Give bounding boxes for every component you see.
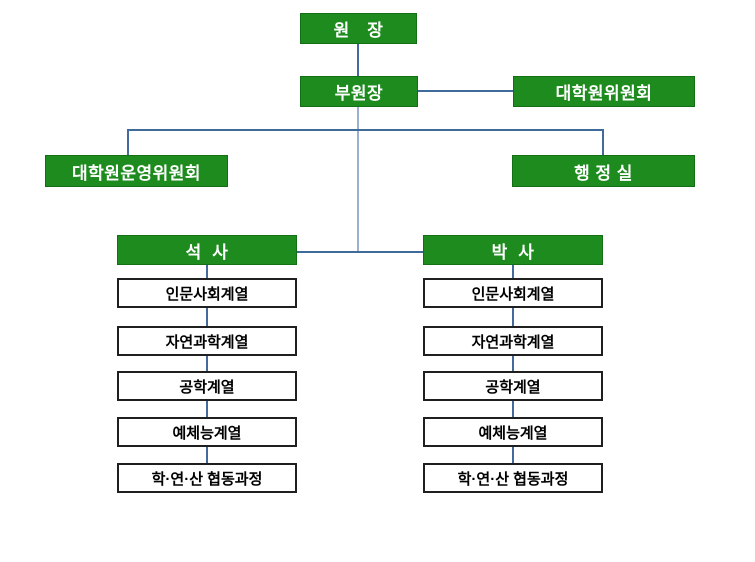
connector-center-vertical (357, 107, 359, 253)
node-doctoral-humanities: 인문사회계열 (423, 278, 603, 308)
node-doctoral-header: 박 사 (423, 235, 603, 265)
node-masters-natural-sciences: 자연과학계열 (117, 326, 297, 356)
connector-masters-item1 (206, 265, 208, 278)
connector-doctoral-item3 (512, 356, 514, 371)
node-admin-office: 행 정 실 (512, 155, 695, 187)
node-doctoral-natural-sciences: 자연과학계열 (423, 326, 603, 356)
connector-director-vice (357, 44, 359, 76)
node-doctoral-arts-sports: 예체능계열 (423, 417, 603, 447)
node-masters-humanities: 인문사회계열 (117, 278, 297, 308)
connector-branch-left (127, 129, 129, 155)
node-masters-header: 석 사 (117, 235, 297, 265)
connector-branch-horizontal (127, 129, 604, 131)
node-masters-arts-sports: 예체능계열 (117, 417, 297, 447)
node-director: 원 장 (300, 13, 417, 44)
connector-doctoral-item1 (512, 265, 514, 278)
connector-doctoral-item2 (512, 308, 514, 326)
node-doctoral-cooperation: 학·연·산 협동과정 (423, 463, 603, 493)
node-doctoral-engineering: 공학계열 (423, 371, 603, 401)
connector-masters-item2 (206, 308, 208, 326)
connector-doctoral-item5 (512, 447, 514, 463)
node-operations-committee: 대학원운영위원회 (45, 155, 228, 187)
connector-branch-right (602, 129, 604, 155)
node-vice-director: 부원장 (300, 76, 418, 107)
node-masters-cooperation: 학·연·산 협동과정 (117, 463, 297, 493)
node-masters-engineering: 공학계열 (117, 371, 297, 401)
connector-doctoral-item4 (512, 401, 514, 417)
connector-masters-doctoral (297, 251, 423, 253)
connector-masters-item5 (206, 447, 208, 463)
connector-vice-committee (418, 90, 513, 92)
connector-masters-item4 (206, 401, 208, 417)
connector-masters-item3 (206, 356, 208, 371)
node-grad-committee: 대학원위원회 (513, 76, 695, 107)
